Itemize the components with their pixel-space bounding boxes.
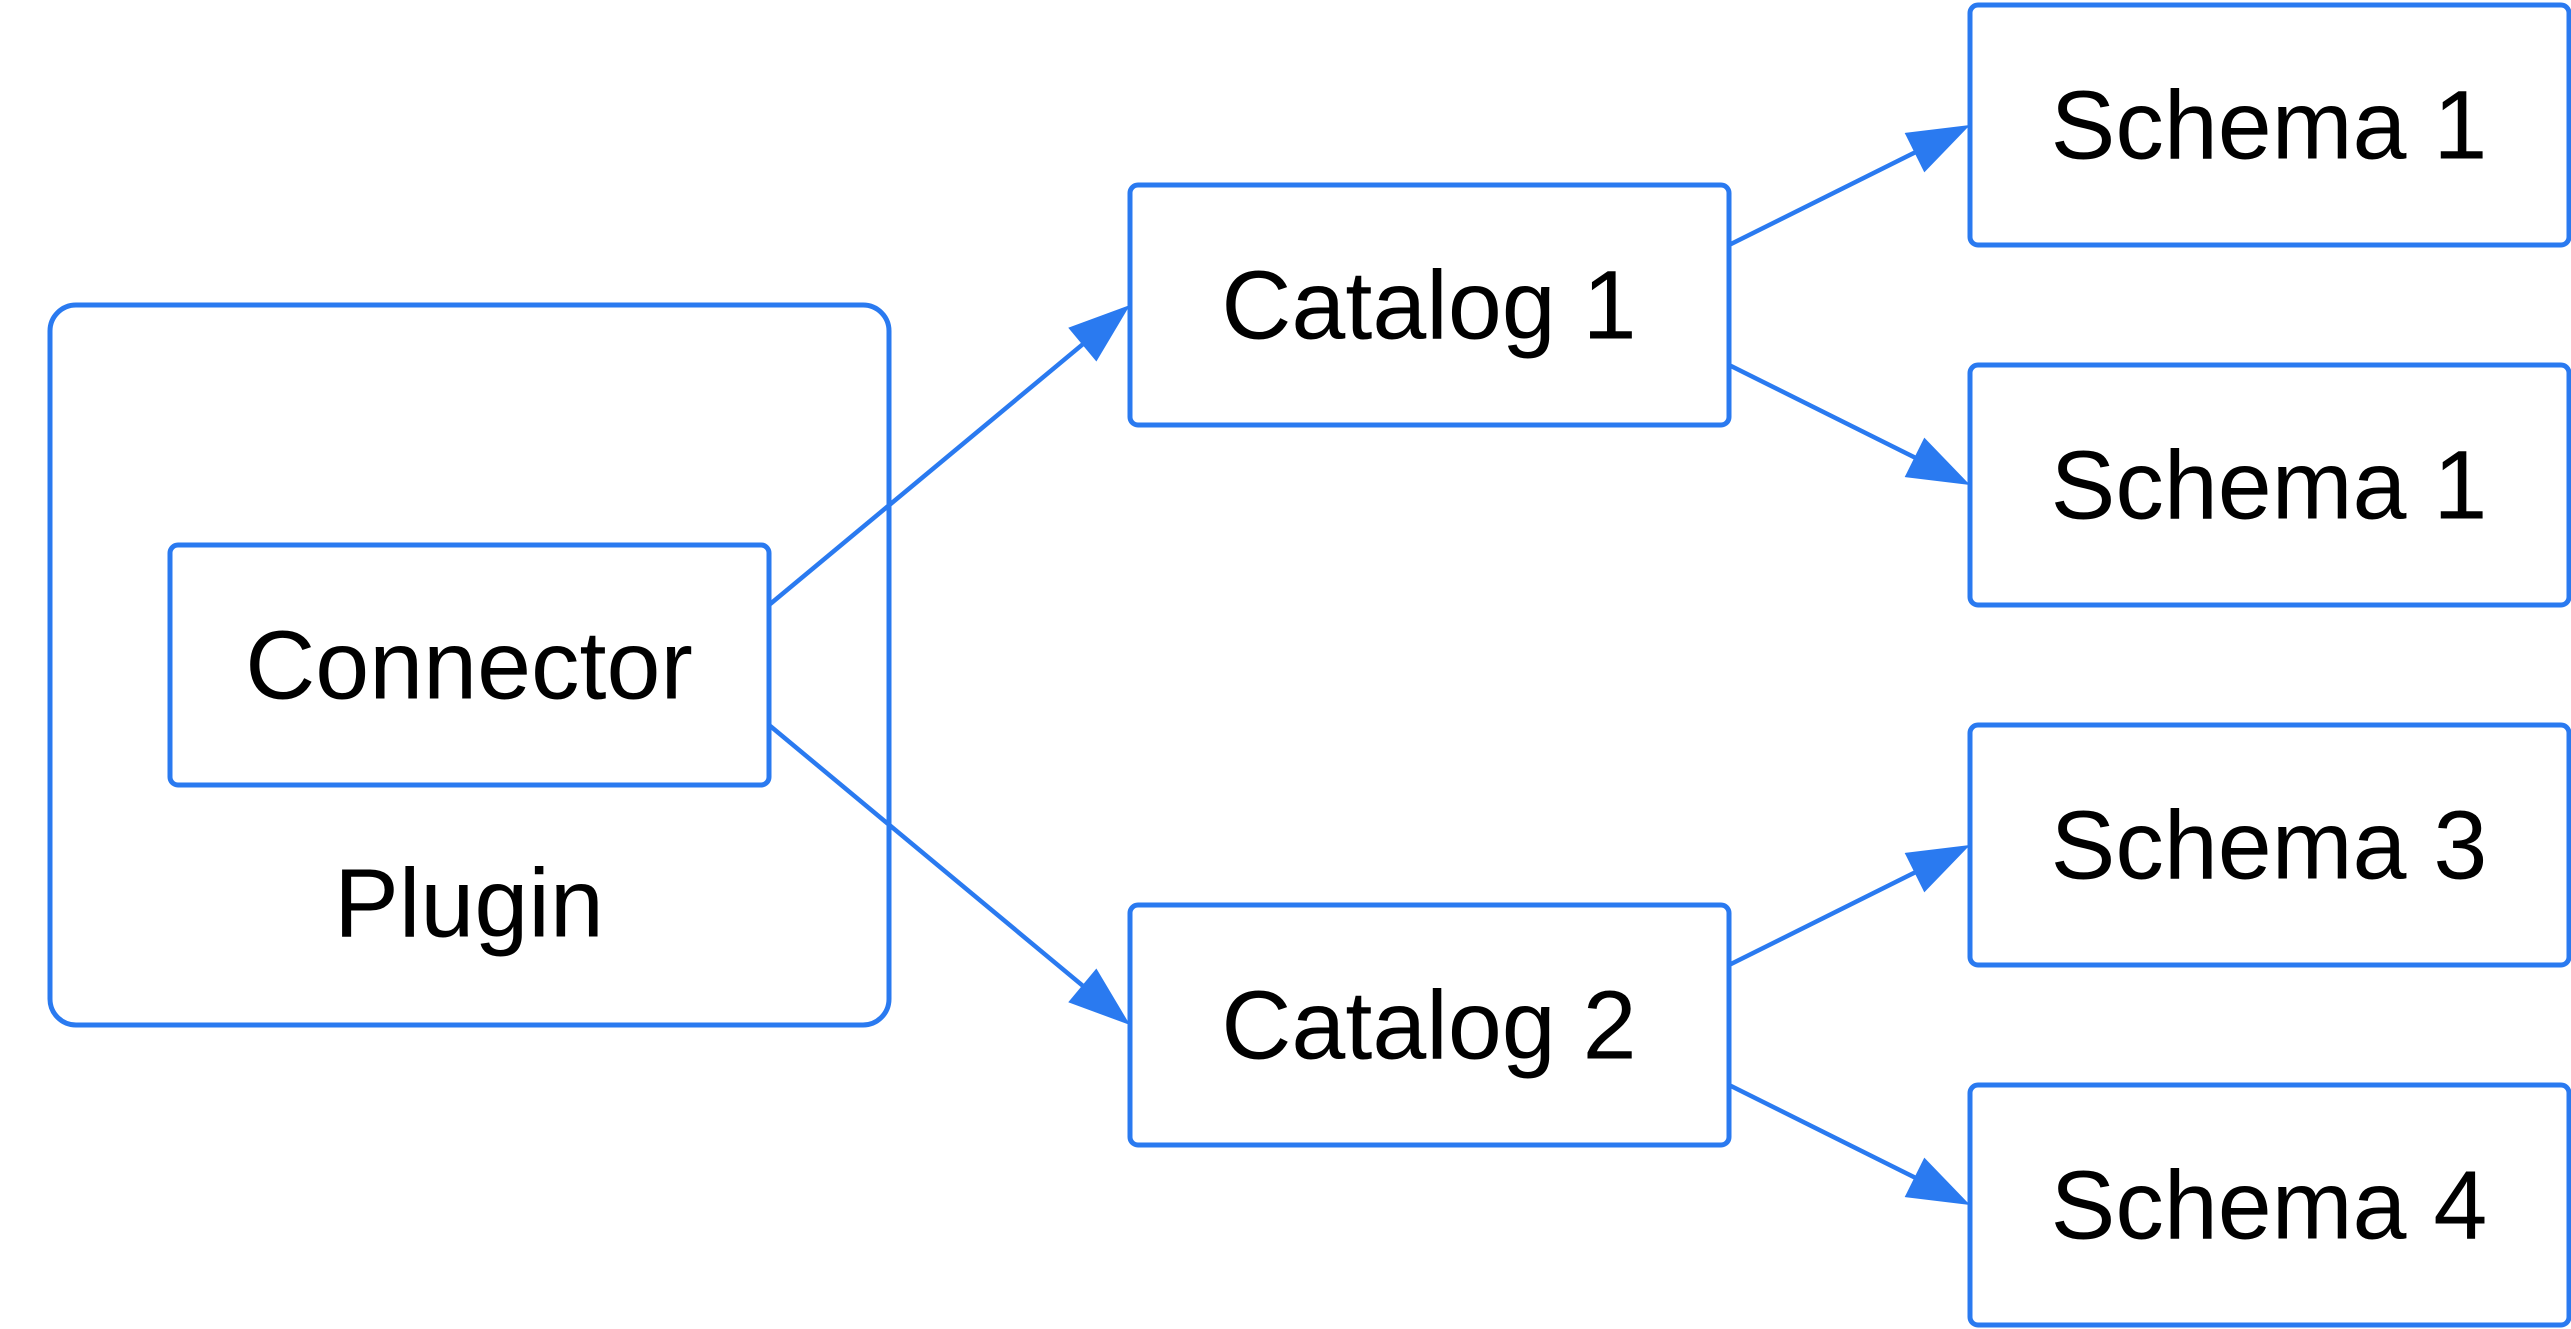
edge-line-5 bbox=[1727, 868, 1920, 968]
edge-arrowhead-5 bbox=[1904, 845, 1970, 893]
edge-3 bbox=[1727, 125, 1970, 248]
edge-arrowhead-6 bbox=[1904, 1157, 1970, 1205]
schema-label-3: Schema 3 bbox=[2051, 791, 2488, 900]
edges bbox=[767, 125, 1970, 1205]
edge-arrowhead-2 bbox=[1068, 968, 1130, 1025]
plugin-label: Plugin bbox=[334, 849, 604, 958]
edge-line-6 bbox=[1727, 1082, 1920, 1182]
schema-label-4: Schema 4 bbox=[2051, 1151, 2488, 1260]
schema-label-2: Schema 1 bbox=[2051, 431, 2488, 540]
edge-1 bbox=[767, 305, 1130, 607]
schema-label-1: Schema 1 bbox=[2051, 71, 2488, 180]
schema-node-2: Schema 1 bbox=[1967, 362, 2571, 608]
edge-4 bbox=[1727, 362, 1970, 485]
schema-node-4: Schema 4 bbox=[1967, 1082, 2571, 1328]
edge-line-4 bbox=[1727, 362, 1920, 462]
connector-label: Connector bbox=[245, 611, 693, 720]
catalog-node-1: Catalog 1 bbox=[1127, 182, 1732, 428]
edge-line-1 bbox=[767, 340, 1087, 607]
schema-node-3: Schema 3 bbox=[1967, 722, 2571, 968]
edge-arrowhead-3 bbox=[1904, 125, 1970, 173]
catalog-label-2: Catalog 2 bbox=[1221, 971, 1636, 1080]
catalog-node-2: Catalog 2 bbox=[1127, 902, 1732, 1148]
edge-line-2 bbox=[767, 723, 1087, 990]
edge-arrowhead-4 bbox=[1904, 437, 1970, 485]
connector-box bbox=[167, 542, 772, 788]
schema-node-1: Schema 1 bbox=[1967, 2, 2571, 248]
edge-line-3 bbox=[1727, 148, 1920, 248]
connector-node: Connector bbox=[167, 542, 772, 788]
edge-5 bbox=[1727, 845, 1970, 968]
edge-2 bbox=[767, 723, 1130, 1025]
edge-arrowhead-1 bbox=[1068, 305, 1130, 362]
catalog-label-1: Catalog 1 bbox=[1221, 251, 1636, 360]
edge-6 bbox=[1727, 1082, 1970, 1205]
